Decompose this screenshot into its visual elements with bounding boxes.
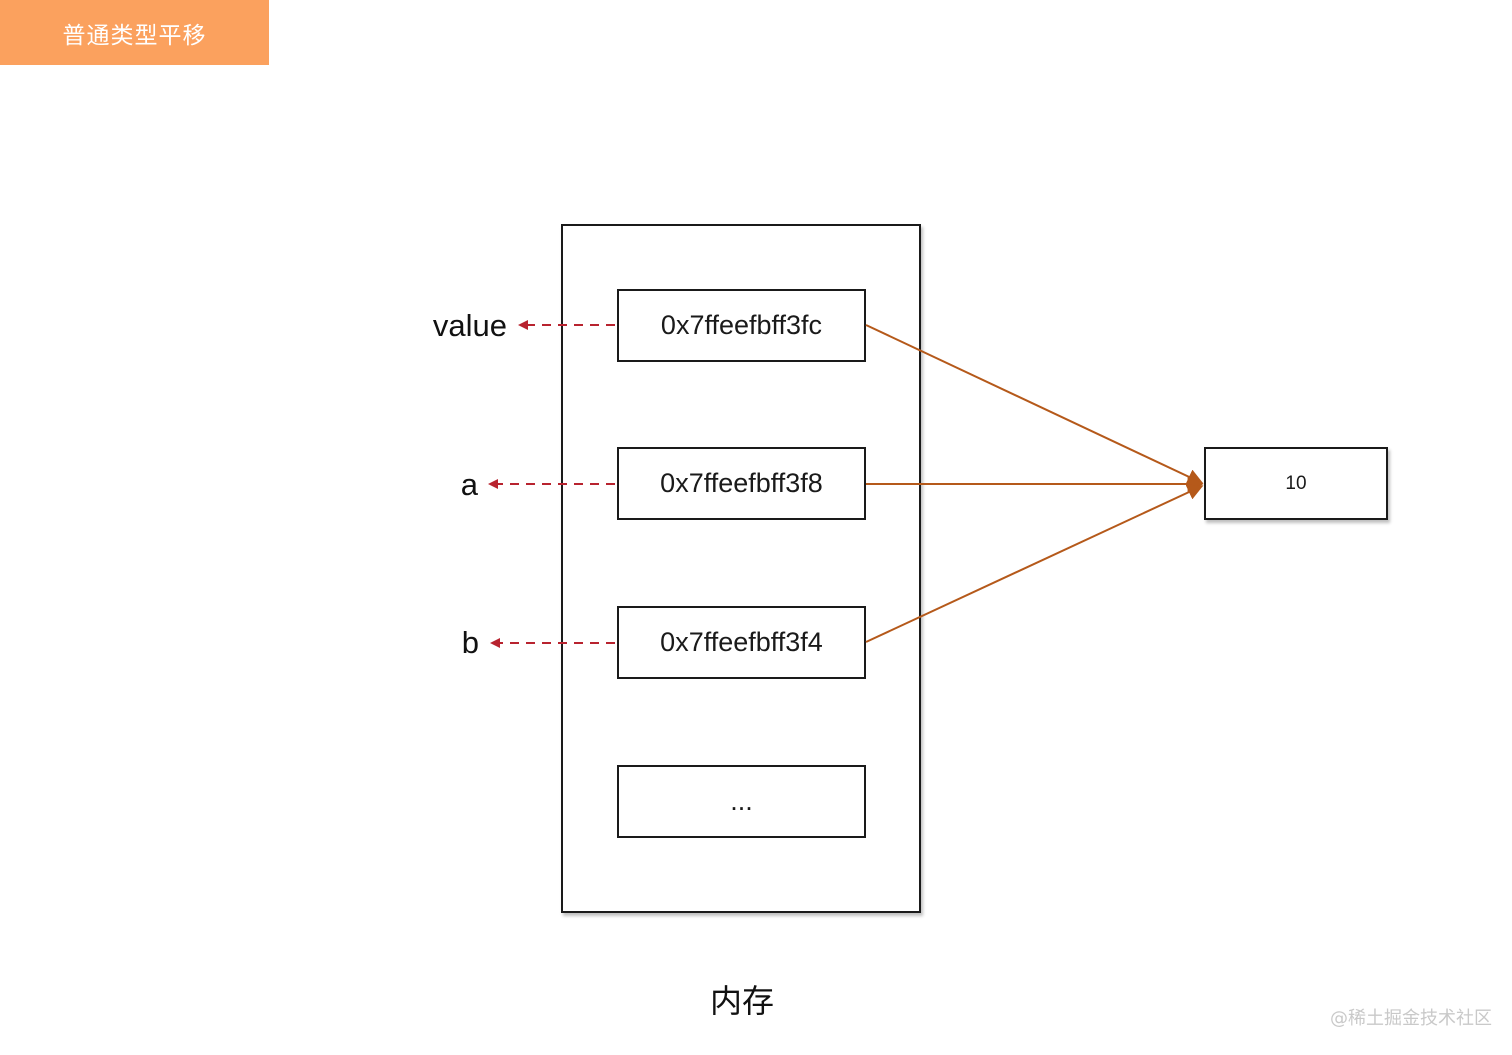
variable-label-b: b — [461, 625, 479, 660]
variable-label-a: a — [460, 467, 478, 502]
memory-slot-value: 0x7ffeefbff3fc — [617, 289, 866, 362]
slot-address: 0x7ffeefbff3f4 — [660, 627, 823, 657]
variable-label-value: value — [432, 308, 507, 343]
memory-slot-a: 0x7ffeefbff3f8 — [617, 447, 866, 520]
slot-address: 0x7ffeefbff3f8 — [660, 468, 823, 498]
value-arrow-from-b — [865, 484, 1204, 643]
value-arrow-from-value — [865, 324, 1204, 485]
memory-slot-b: 0x7ffeefbff3f4 — [617, 606, 866, 679]
title-badge: 普通类型平移 — [0, 0, 269, 65]
memory-caption: 内存 — [709, 982, 774, 1020]
value-text: 10 — [1285, 472, 1307, 494]
watermark: @稀土掘金技术社区 — [1330, 1008, 1492, 1029]
slot-address: ... — [730, 786, 753, 816]
memory-slot-ellipsis: ... — [617, 765, 866, 838]
slot-address: 0x7ffeefbff3fc — [660, 310, 823, 340]
value-box: 10 — [1204, 447, 1388, 520]
